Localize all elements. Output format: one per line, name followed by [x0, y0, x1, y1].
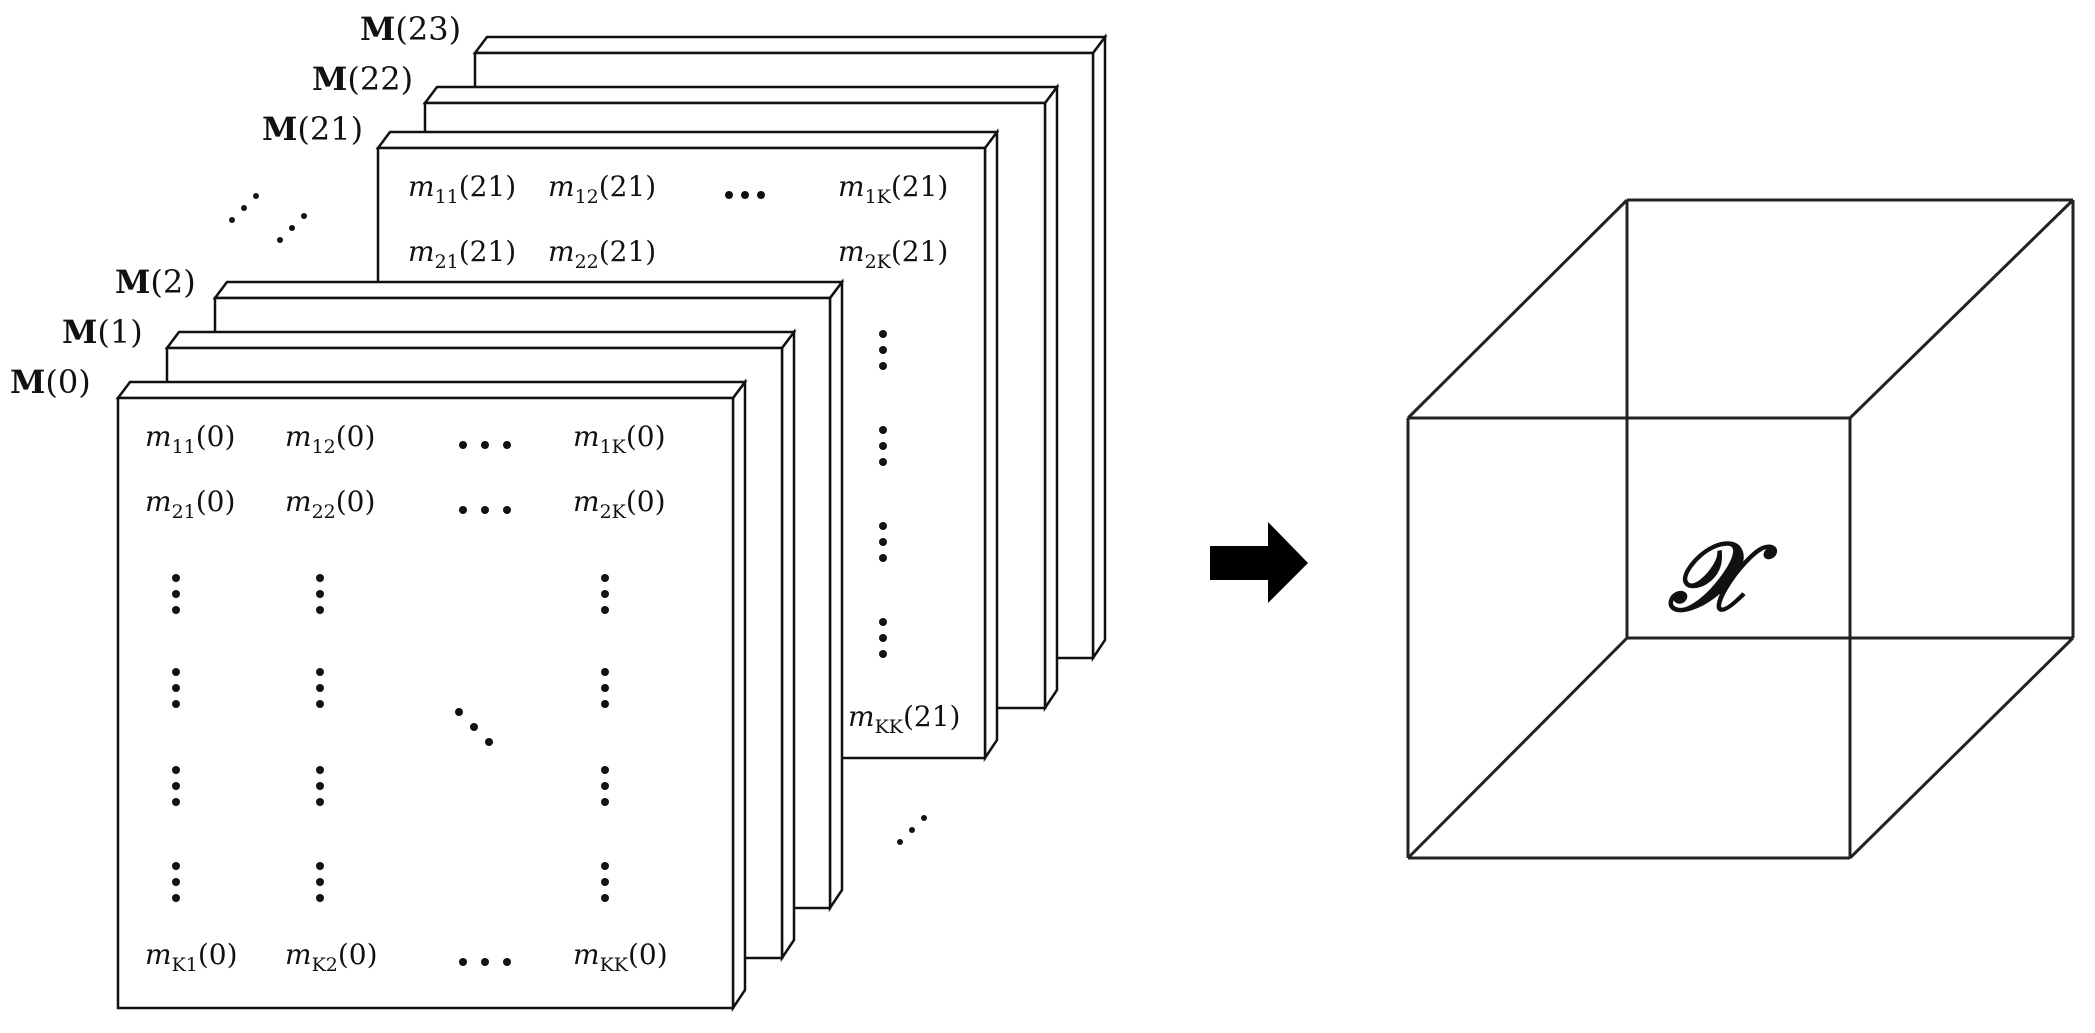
frame0-vdots-col2 [316, 574, 324, 902]
frame0-hdots-bottom [459, 958, 511, 966]
label-m2: M(2) [115, 263, 196, 301]
frame0-vdots-col1 [172, 574, 180, 902]
entry-0-m22: m22(0) [285, 485, 375, 523]
entry-0-m1K: m1K(0) [573, 420, 666, 458]
entry-0-m21: m21(0) [145, 485, 235, 523]
entry-21-m11: m11(21) [408, 170, 516, 208]
frame0-hdots-top [459, 441, 511, 449]
entry-0-mKK: mKK(0) [573, 938, 668, 976]
label-m0: M(0) [10, 363, 91, 401]
frame21-entries: m11(21) m12(21) m1K(21) m21(21) m22(21) … [408, 170, 960, 738]
entry-21-m22: m22(21) [548, 235, 656, 273]
entry-0-m2K: m2K(0) [573, 485, 666, 523]
label-m1: M(1) [62, 313, 143, 351]
stack-ellipsis-lower [897, 815, 927, 845]
frame0-entries: m11(0) m12(0) m1K(0) m21(0) m22(0) m2K(0… [145, 420, 668, 976]
frame21-hdots [725, 191, 765, 199]
entry-21-m12: m12(21) [548, 170, 656, 208]
label-m23: M(23) [360, 10, 461, 48]
entry-0-m11: m11(0) [145, 420, 235, 458]
entry-0-mK1: mK1(0) [145, 938, 238, 976]
frame21-vdots [879, 330, 887, 658]
label-m21: M(21) [262, 110, 363, 148]
label-m22: M(22) [312, 60, 413, 98]
entry-0-m12: m12(0) [285, 420, 375, 458]
transform-arrow-icon [1210, 522, 1308, 603]
entry-0-mK2: mK2(0) [285, 938, 378, 976]
frame0-hdots-row2 [459, 506, 511, 514]
entry-21-mKK: mKK(21) [848, 700, 960, 738]
stack-ellipsis-upper [229, 193, 307, 243]
frame0-ddots [455, 708, 493, 746]
entry-21-m2K: m2K(21) [838, 235, 948, 273]
entry-21-m1K: m1K(21) [838, 170, 948, 208]
frame-m0 [115, 378, 748, 1013]
entry-21-m21: m21(21) [408, 235, 516, 273]
frame0-vdots-col3 [601, 574, 609, 902]
tensor-cube [1406, 198, 2075, 860]
cube-variable: 𝒳 [1667, 520, 1778, 633]
